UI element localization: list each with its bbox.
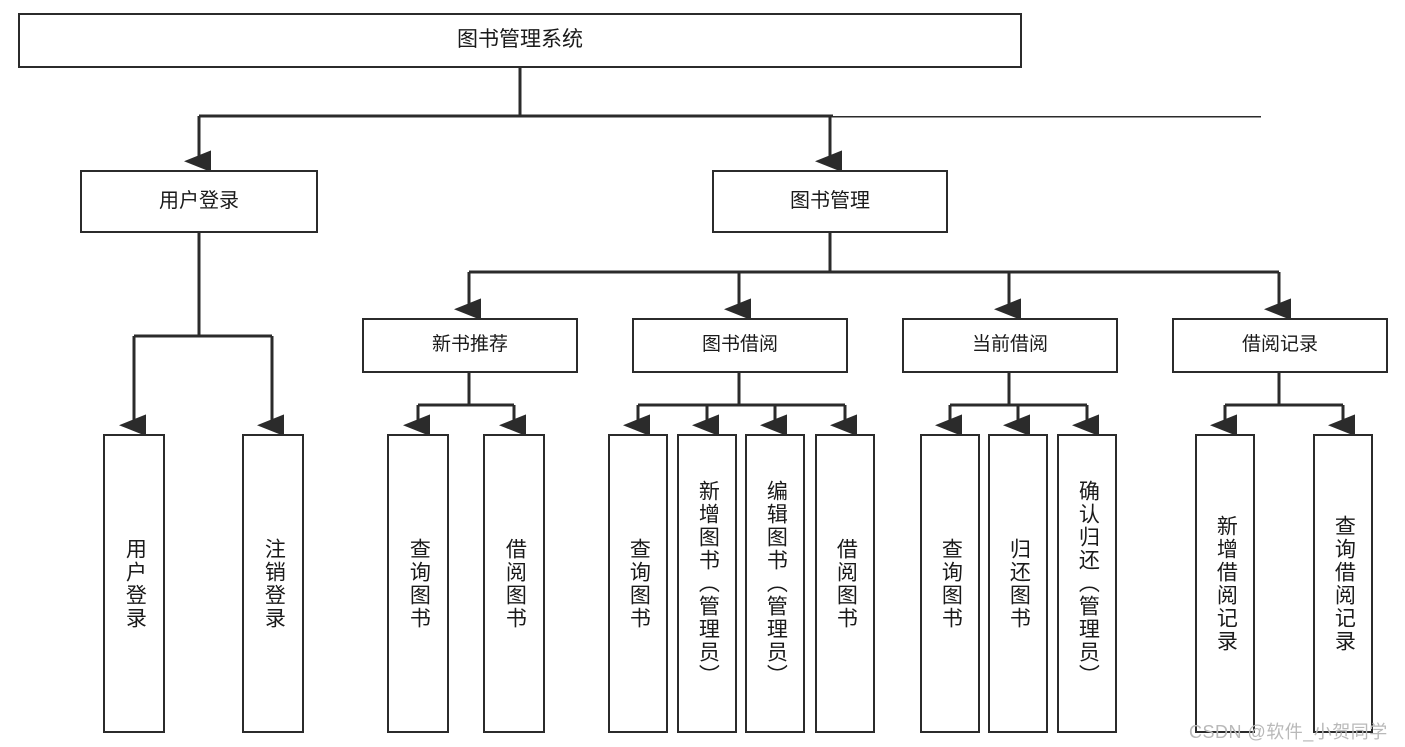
leaf-user-login[interactable]: 用户登录 xyxy=(103,434,165,733)
leaf-confirm-return[interactable]: 确认归还（管理员） xyxy=(1057,434,1117,733)
leaf-query-book-current-label: 查询图书 xyxy=(939,537,963,630)
node-user-login[interactable]: 用户登录 xyxy=(80,170,318,233)
node-borrow-record[interactable]: 借阅记录 xyxy=(1172,318,1388,373)
leaf-user-login-label: 用户登录 xyxy=(123,537,147,630)
node-root-label: 图书管理系统 xyxy=(457,28,583,52)
leaf-add-book[interactable]: 新增图书（管理员） xyxy=(677,434,737,733)
leaf-query-record-label: 查询借阅记录 xyxy=(1332,514,1356,653)
leaf-edit-book[interactable]: 编辑图书（管理员） xyxy=(745,434,805,733)
node-book-borrow-label: 图书借阅 xyxy=(701,334,778,356)
csdn-watermark: CSDN @软件_小贺同学 xyxy=(1189,722,1388,742)
leaf-add-book-label: 新增图书（管理员） xyxy=(696,480,720,687)
node-book-borrow[interactable]: 图书借阅 xyxy=(632,318,848,373)
leaf-edit-book-label: 编辑图书（管理员） xyxy=(764,480,788,687)
node-new-book-rec[interactable]: 新书推荐 xyxy=(362,318,578,373)
leaf-query-book-borrow[interactable]: 查询图书 xyxy=(608,434,668,733)
leaf-query-book-rec-label: 查询图书 xyxy=(407,537,431,630)
leaf-query-book-current[interactable]: 查询图书 xyxy=(920,434,980,733)
node-user-login-label: 用户登录 xyxy=(159,189,239,212)
leaf-user-logout-label: 注销登录 xyxy=(262,537,286,630)
leaf-add-record[interactable]: 新增借阅记录 xyxy=(1195,434,1255,733)
node-current-borrow[interactable]: 当前借阅 xyxy=(902,318,1118,373)
node-current-borrow-label: 当前借阅 xyxy=(971,334,1048,356)
leaf-query-book-borrow-label: 查询图书 xyxy=(627,537,651,630)
leaf-borrow-book-label: 借阅图书 xyxy=(834,537,858,630)
leaf-return-book-label: 归还图书 xyxy=(1007,537,1031,630)
node-book-manage[interactable]: 图书管理 xyxy=(712,170,948,233)
leaf-query-record[interactable]: 查询借阅记录 xyxy=(1313,434,1373,733)
leaf-borrow-book-rec[interactable]: 借阅图书 xyxy=(483,434,545,733)
leaf-borrow-book-rec-label: 借阅图书 xyxy=(503,537,527,630)
leaf-return-book[interactable]: 归还图书 xyxy=(988,434,1048,733)
leaf-user-logout[interactable]: 注销登录 xyxy=(242,434,304,733)
node-borrow-record-label: 借阅记录 xyxy=(1241,334,1318,356)
leaf-add-record-label: 新增借阅记录 xyxy=(1214,514,1238,653)
leaf-borrow-book[interactable]: 借阅图书 xyxy=(815,434,875,733)
node-book-manage-label: 图书管理 xyxy=(790,189,870,212)
node-new-book-rec-label: 新书推荐 xyxy=(431,334,508,356)
leaf-query-book-rec[interactable]: 查询图书 xyxy=(387,434,449,733)
node-root[interactable]: 图书管理系统 xyxy=(18,13,1022,68)
leaf-confirm-return-label: 确认归还（管理员） xyxy=(1076,480,1100,687)
